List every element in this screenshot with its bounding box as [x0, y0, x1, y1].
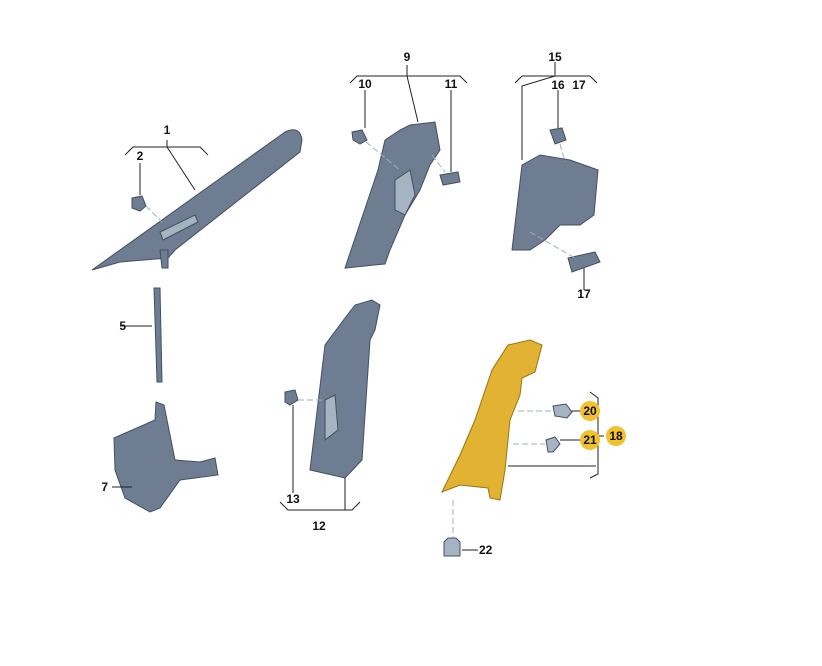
callout-7[interactable]: 7: [101, 480, 108, 494]
part-17-clip[interactable]: [567, 251, 601, 273]
leader-dashed: [452, 410, 552, 537]
part-2-clip[interactable]: [131, 195, 147, 212]
leader-lines: [112, 140, 209, 488]
leader-lines: [349, 65, 468, 172]
leader-dashed: [529, 143, 576, 259]
leader-dashed: [145, 205, 163, 223]
highlight-badge-18: [606, 426, 626, 446]
callout-11[interactable]: 11: [445, 77, 458, 91]
part-15-c-pillar-trim[interactable]: [511, 154, 599, 251]
part-12-b-pillar-lower-trim[interactable]: [309, 299, 381, 479]
callout-10[interactable]: 10: [358, 77, 372, 91]
callout-22[interactable]: 22: [479, 543, 493, 557]
callout-12[interactable]: 12: [312, 519, 326, 533]
callout-20[interactable]: 20: [583, 404, 597, 418]
part-5-trim-strip[interactable]: [153, 287, 163, 383]
highlight-badge-21: [580, 430, 600, 450]
callout-17-upper[interactable]: 17: [572, 78, 586, 92]
callout-21[interactable]: 21: [583, 433, 597, 447]
part-11-clip[interactable]: [439, 171, 461, 186]
part-9-b-pillar-upper-trim[interactable]: [344, 121, 441, 269]
callout-16[interactable]: 16: [551, 78, 565, 92]
callout-2[interactable]: 2: [137, 149, 144, 163]
callout-9[interactable]: 9: [404, 50, 411, 64]
leader-dashed: [365, 141, 446, 173]
part-10-clip[interactable]: [351, 129, 368, 145]
part-13-clip[interactable]: [284, 389, 299, 406]
part-18-b-pillar-trim-highlighted[interactable]: [440, 339, 543, 501]
callout-15[interactable]: 15: [548, 50, 562, 64]
part-21-clip[interactable]: [545, 436, 561, 453]
leader-lines: [279, 405, 361, 511]
leader-lines: [514, 62, 598, 290]
part-7-lower-trim[interactable]: [113, 401, 219, 513]
part-20-clip[interactable]: [552, 403, 573, 419]
part-1-a-pillar-trim[interactable]: [91, 129, 303, 271]
callout-13[interactable]: 13: [286, 492, 300, 506]
callout-5[interactable]: 5: [119, 319, 126, 333]
callout-18[interactable]: 18: [609, 429, 623, 443]
highlight-badge-20: [580, 401, 600, 421]
part-16-clip[interactable]: [549, 127, 567, 145]
callout-17-lower[interactable]: 17: [577, 287, 591, 301]
callout-1[interactable]: 1: [164, 123, 171, 137]
part-22-nut[interactable]: [443, 537, 461, 557]
